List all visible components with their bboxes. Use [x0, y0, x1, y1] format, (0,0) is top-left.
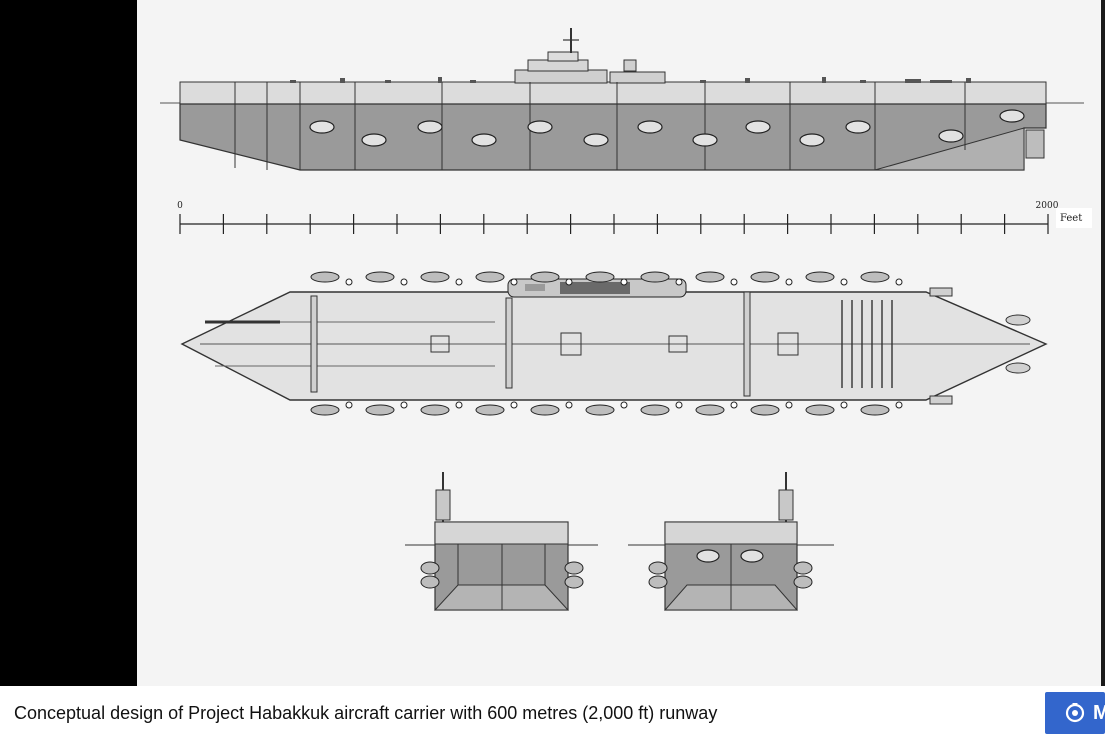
pod-fitting — [895, 278, 903, 286]
side-pod — [475, 404, 505, 416]
pod-fitting — [895, 401, 903, 409]
scale-end-label: 2000 — [1036, 201, 1059, 211]
scale-unit-label: Feet — [1060, 213, 1082, 224]
pod-fitting — [675, 401, 683, 409]
side-pod — [365, 271, 395, 283]
pod-fitting — [400, 278, 408, 286]
media-viewer-button-label: M — [1093, 701, 1105, 724]
pod-fitting — [675, 278, 683, 286]
side-pod — [530, 404, 560, 416]
pod-fitting — [620, 401, 628, 409]
side-pod — [805, 404, 835, 416]
side-pod — [585, 271, 615, 283]
side-elevation — [160, 28, 1084, 171]
pod-fitting — [455, 278, 463, 286]
scale-bar: 0 2000 Feet — [177, 201, 1092, 234]
media-viewer-icon — [1064, 702, 1086, 724]
pod-fitting — [730, 278, 738, 286]
viewer-left-black-bar — [0, 0, 137, 686]
side-pod — [640, 271, 670, 283]
side-pod — [310, 271, 340, 283]
pod-fitting — [565, 278, 573, 286]
side-pod — [750, 404, 780, 416]
side-pod — [695, 404, 725, 416]
side-pod — [530, 271, 560, 283]
plan-view — [180, 271, 1048, 416]
side-pod — [420, 404, 450, 416]
pod-fitting — [455, 401, 463, 409]
pod-fitting — [400, 401, 408, 409]
habakkuk-drawing: 0 2000 Feet — [160, 28, 1092, 611]
island-plan — [507, 278, 687, 298]
pod-fitting — [345, 278, 353, 286]
viewer-right-edge — [1101, 0, 1105, 686]
pod-fitting — [620, 278, 628, 286]
pod-fitting — [840, 401, 848, 409]
side-pod — [805, 271, 835, 283]
superstructure-island — [514, 28, 666, 84]
side-pod — [585, 404, 615, 416]
side-pod — [365, 404, 395, 416]
end-view-bow — [405, 472, 598, 611]
pod-fitting — [730, 401, 738, 409]
pod-fitting — [345, 401, 353, 409]
scale-start-label: 0 — [177, 201, 183, 211]
side-pod — [695, 271, 725, 283]
pod-fitting — [840, 278, 848, 286]
media-viewer-button[interactable]: M — [1045, 692, 1105, 734]
image-caption: Conceptual design of Project Habakkuk ai… — [14, 703, 718, 723]
pod-fitting — [510, 278, 518, 286]
side-pod — [475, 271, 505, 283]
side-pod — [640, 404, 670, 416]
side-pod — [310, 404, 340, 416]
pod-fitting — [565, 401, 573, 409]
side-pod — [860, 404, 890, 416]
end-view-stern — [628, 472, 834, 611]
drawing-image: 0 2000 Feet — [137, 0, 1105, 686]
side-pod — [420, 271, 450, 283]
pod-fitting — [785, 401, 793, 409]
side-pod — [750, 271, 780, 283]
side-pod — [860, 271, 890, 283]
pod-fitting — [510, 401, 518, 409]
caption-bar — [0, 686, 1105, 737]
pod-fitting — [785, 278, 793, 286]
